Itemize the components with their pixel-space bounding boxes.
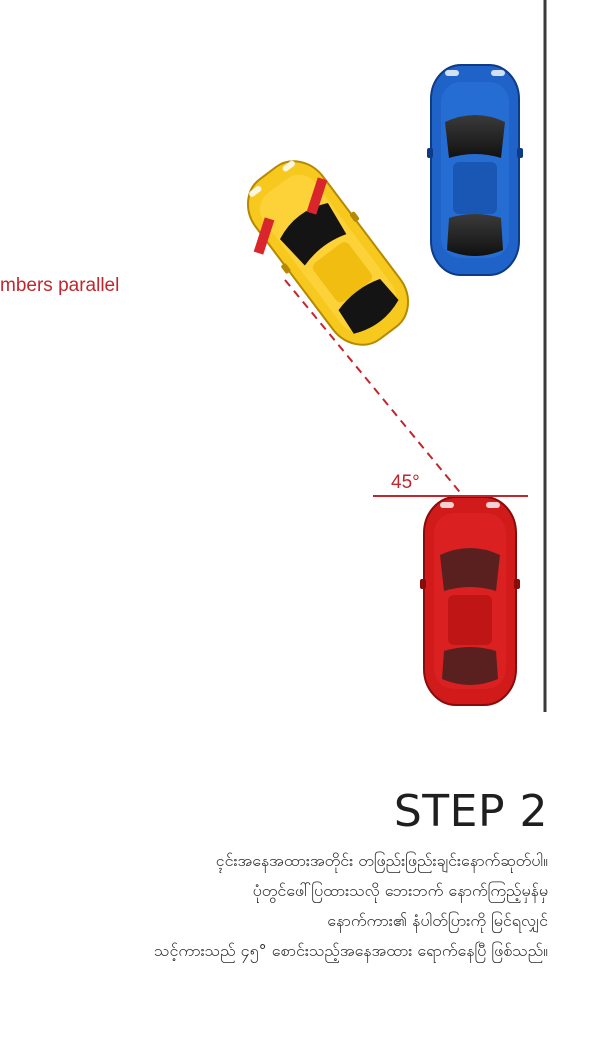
parking-diagram: 45° — [246, 0, 547, 712]
red-car — [420, 496, 520, 706]
instruction-line: ၚင်းအနေအထားအတိုင်း တဖြည်းဖြည်းချင်းနောက်… — [215, 851, 548, 870]
instructions: ၚင်းအနေအထားအတိုင်း တဖြည်းဖြည်းချင်းနောက်… — [154, 846, 548, 966]
angle-label: 45° — [391, 472, 420, 493]
marker-rear — [253, 217, 275, 255]
blue-car — [427, 64, 523, 276]
step-title: STEP 2 — [393, 786, 548, 837]
sight-line — [284, 279, 464, 497]
marker-front — [306, 177, 328, 215]
instruction-line: နောက်ကား၏ နံပါတ်ပြားကို မြင်ရလျှင် — [327, 911, 548, 930]
yellow-car — [246, 160, 410, 346]
instruction-line: ပုံတွင်ဖေါ်ပြထားသလို ဘေးဘက် နောက်ကြည့်မှ… — [252, 881, 548, 900]
diagram-caption: mbers parallel — [0, 275, 120, 296]
instruction-line: သင့်ကားသည် ၄၅° စောင်းသည့်အနေအထား ရောက်နေ… — [153, 941, 548, 960]
